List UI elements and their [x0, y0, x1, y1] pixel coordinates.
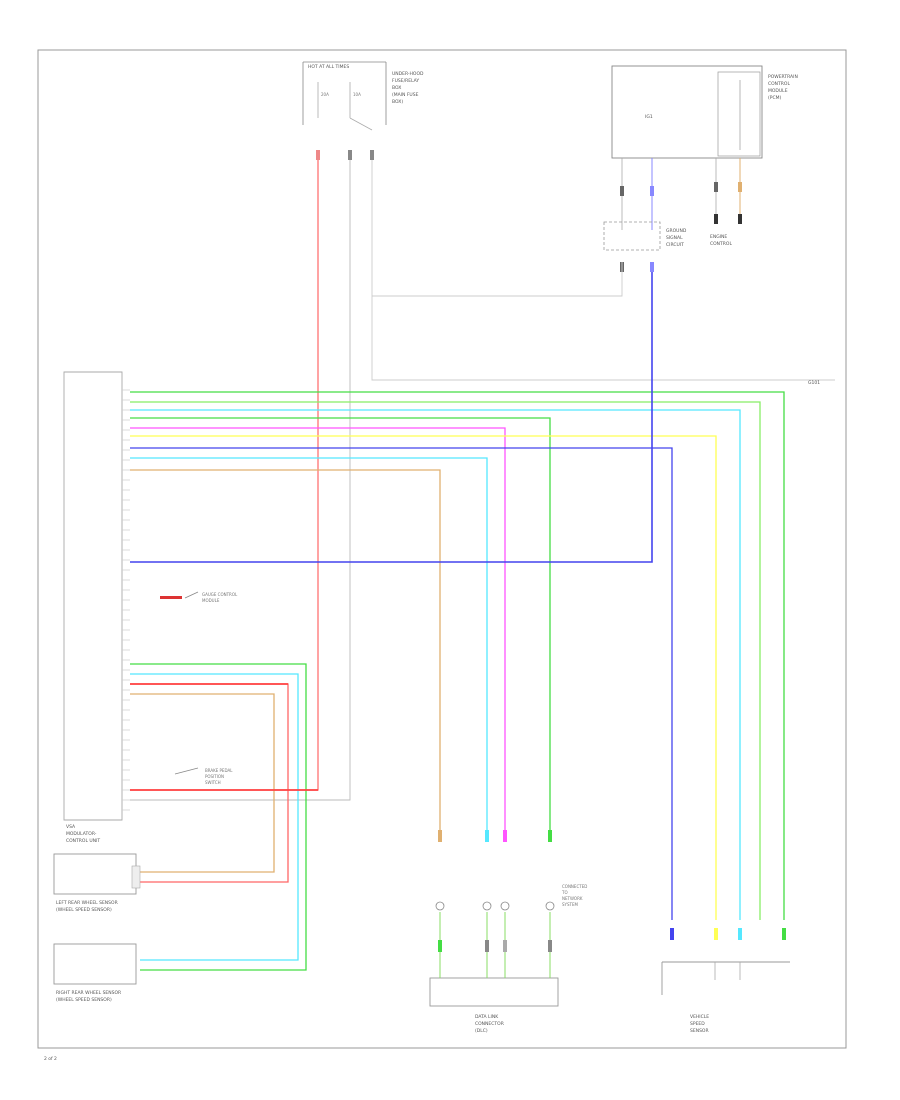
- fuse-box-note-5: BOX): [392, 99, 403, 105]
- pcm-label-4: (PCM): [768, 95, 781, 101]
- fuse-box: HOT AT ALL TIMES 20A 10A UNDER-HOOD FUSE…: [302, 61, 424, 160]
- fuse-label-1: 20A: [321, 92, 329, 97]
- dlc-label-3: (DLC): [475, 1028, 488, 1034]
- vss-label-1: VEHICLE: [690, 1014, 709, 1020]
- fuse-box-note-3: BOX: [392, 85, 401, 91]
- fuse-label-2: 10A: [353, 92, 361, 97]
- dlc-label-2: CONNECTOR: [475, 1021, 504, 1027]
- dlc-side-label-1: CONNECTED: [562, 884, 587, 889]
- dlc-side-label-3: NETWORK: [562, 896, 583, 901]
- main-module-label-1: VSA: [66, 824, 76, 830]
- rear-right-label-2: (WHEEL SPEED SENSOR): [56, 997, 112, 1003]
- pcm-label-3: MODULE: [768, 88, 788, 94]
- pcm-inner-label: IG1: [645, 114, 653, 120]
- ecu-label-1: ENGINE: [710, 234, 727, 240]
- fuse-box-note-1: UNDER-HOOD: [392, 71, 424, 77]
- dlc-connector: DATA LINK CONNECTOR (DLC) CONNECTED TO N…: [429, 830, 587, 1034]
- footer-text: 2 of 2: [44, 1056, 57, 1062]
- pcm-box: IG1 POWERTRAIN CONTROL MODULE (PCM) ENGI…: [611, 65, 798, 247]
- joint-label-2: SIGNAL: [666, 235, 683, 241]
- vss-label-3: SENSOR: [690, 1028, 709, 1034]
- fuse-box-note-2: FUSE/RELAY: [392, 78, 419, 84]
- vehicle-speed-connector: VEHICLE SPEED SENSOR: [661, 928, 790, 1034]
- rear-right-label-1: RIGHT REAR WHEEL SENSOR: [56, 990, 121, 996]
- pin-stubs: [122, 389, 130, 811]
- vss-label-2: SPEED: [690, 1021, 705, 1027]
- main-module: VSA MODULATOR- CONTROL UNIT: [63, 371, 123, 844]
- gauge-label-2: MODULE: [202, 598, 220, 603]
- fuse-box-note-4: (MAIN FUSE: [392, 92, 419, 98]
- side-switch-2: BRAKE PEDAL POSITION SWITCH: [174, 767, 233, 785]
- ecu-label-2: CONTROL: [710, 241, 732, 247]
- gauge-label-1: GAUGE CONTROL: [202, 592, 238, 597]
- pcm-label-2: CONTROL: [768, 81, 790, 87]
- dlc-side-label-2: TO: [561, 890, 568, 895]
- main-module-label-3: CONTROL UNIT: [66, 838, 100, 844]
- rear-left-label-1: LEFT REAR WHEEL SENSOR: [56, 900, 118, 906]
- joint-connector: GROUND SIGNAL CIRCUIT: [603, 186, 687, 272]
- diagram-border: [37, 49, 847, 1049]
- brake-label-1: BRAKE PEDAL: [205, 768, 233, 773]
- joint-label-1: GROUND: [666, 228, 687, 234]
- rear-right-sensor: RIGHT REAR WHEEL SENSOR (WHEEL SPEED SEN…: [53, 943, 137, 1003]
- rear-left-sensor: LEFT REAR WHEEL SENSOR (WHEEL SPEED SENS…: [53, 853, 141, 913]
- joint-label-3: CIRCUIT: [666, 242, 684, 248]
- brake-label-3: SWITCH: [205, 780, 221, 785]
- fuse-box-title: HOT AT ALL TIMES: [308, 64, 349, 70]
- dlc-side-label-4: SYSTEM: [562, 902, 578, 907]
- brake-label-2: POSITION: [205, 774, 224, 779]
- dlc-label-1: DATA LINK: [475, 1014, 499, 1020]
- side-switch-1: GAUGE CONTROL MODULE: [160, 591, 238, 603]
- rear-left-label-2: (WHEEL SPEED SENSOR): [56, 907, 112, 913]
- wires: [130, 160, 835, 971]
- pcm-label-1: POWERTRAIN: [768, 74, 798, 80]
- ground-label: G101: [808, 380, 820, 386]
- main-module-label-2: MODULATOR-: [66, 831, 97, 837]
